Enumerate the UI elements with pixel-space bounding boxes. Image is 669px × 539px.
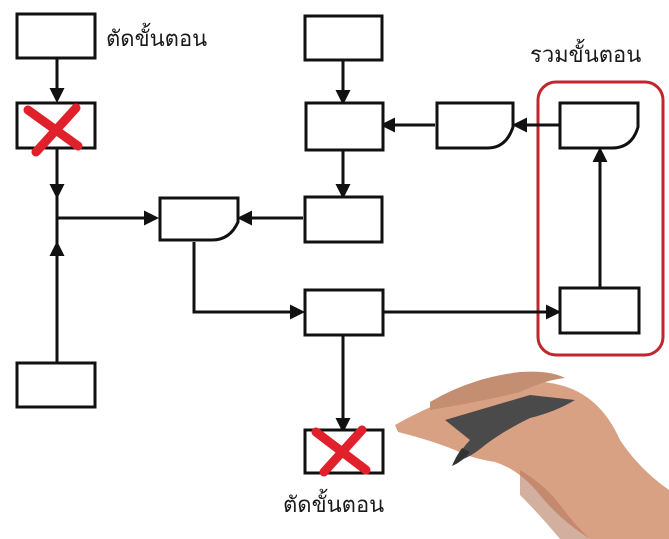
- box-center-bottom: [303, 288, 385, 337]
- box-combined-top: [558, 101, 640, 150]
- hand-holding-pen-icon: [395, 371, 669, 539]
- box-center-top: [304, 101, 385, 152]
- box-center-mid: [303, 195, 384, 244]
- label-cut-step-top: ตัดขั้นตอน: [106, 23, 207, 52]
- box-top-center: [303, 14, 384, 62]
- box-bottom-left: [15, 361, 97, 409]
- cross-mark-icon: [23, 103, 83, 157]
- label-cut-step-bottom: ตัดขั้นตอน: [283, 489, 384, 518]
- box-top-left: [15, 12, 97, 60]
- combine-steps-highlight: [536, 80, 665, 357]
- cross-mark-icon: [311, 425, 371, 477]
- box-right-mid: [435, 101, 515, 150]
- box-combined-bottom: [558, 286, 641, 335]
- connectors: [49, 58, 608, 433]
- arrow-center-down-right: [192, 242, 305, 320]
- process-boxes: [15, 12, 641, 475]
- box-center-decision: [158, 196, 240, 242]
- box-top-left-removed: [15, 101, 97, 150]
- label-combine-steps: รวมขั้นตอน: [530, 39, 641, 68]
